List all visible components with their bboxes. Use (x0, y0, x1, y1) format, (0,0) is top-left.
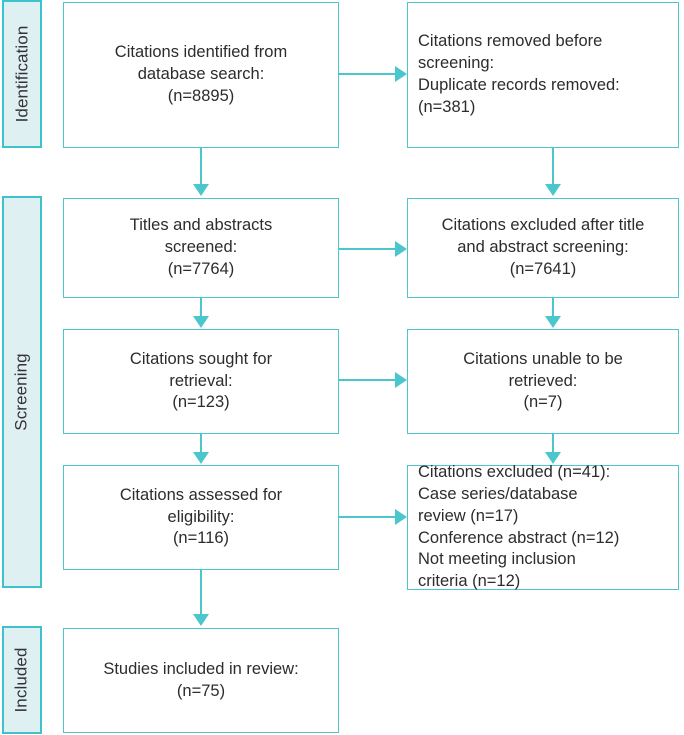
stage-label-identification: Identification (12, 25, 32, 123)
box-citations-removed-before-screening-text: Citations removed before screening: Dupl… (418, 32, 620, 116)
arrow-unable-to-excluded-reasons (545, 452, 561, 464)
arrow-excluded-to-unable (545, 316, 561, 328)
arrow-identified-to-screened (193, 184, 209, 196)
box-citations-identified: Citations identified from database searc… (63, 2, 339, 148)
connector-sought-to-unable (339, 379, 397, 382)
box-citations-removed-before-screening: Citations removed before screening: Dupl… (407, 2, 679, 148)
arrow-screened-to-sought (193, 316, 209, 328)
connector-excluded-to-unable (552, 298, 555, 322)
arrow-sought-to-assessed (193, 452, 209, 464)
connector-removed-to-excluded (552, 148, 555, 190)
connector-assessed-to-included (200, 570, 203, 622)
stage-label-screening: Screening (12, 353, 32, 431)
box-citations-excluded-with-reasons: Citations excluded (n=41): Case series/d… (407, 463, 679, 590)
box-citations-identified-text: Citations identified from database searc… (114, 43, 288, 105)
connector-assessed-to-excluded-reasons (339, 516, 397, 519)
arrow-assessed-to-included (193, 614, 209, 626)
connector-screened-to-sought (200, 298, 203, 322)
stage-tab-screening: Screening (2, 196, 42, 588)
connector-identified-to-screened (200, 148, 203, 190)
box-citations-assessed-eligibility: Citations assessed for eligibility: (n=1… (63, 465, 339, 570)
box-citations-sought-for-retrieval: Citations sought for retrieval: (n=123) (63, 329, 339, 434)
connector-identified-to-removed (339, 73, 397, 76)
box-citations-sought-for-retrieval-text: Citations sought for retrieval: (n=123) (129, 349, 273, 412)
stage-tab-identification: Identification (2, 0, 42, 148)
arrow-removed-to-excluded (545, 184, 561, 196)
box-titles-abstracts-screened-text: Titles and abstracts screened: (n=7764) (129, 216, 273, 278)
box-citations-excluded-title-abstract-text: Citations excluded after title and abstr… (441, 216, 645, 278)
arrow-assessed-to-excluded-reasons (395, 509, 407, 525)
arrow-identified-to-removed (395, 66, 407, 82)
arrow-sought-to-unable (395, 372, 407, 388)
box-studies-included-in-review: Studies included in review: (n=75) (63, 628, 339, 733)
arrow-screened-to-excluded (395, 241, 407, 257)
connector-sought-to-assessed (200, 434, 203, 458)
box-citations-excluded-title-abstract: Citations excluded after title and abstr… (407, 198, 679, 298)
box-citations-unable-retrieved: Citations unable to be retrieved: (n=7) (407, 329, 679, 434)
box-titles-abstracts-screened: Titles and abstracts screened: (n=7764) (63, 198, 339, 298)
box-studies-included-in-review-text: Studies included in review: (n=75) (103, 659, 299, 700)
stage-label-included: Included (12, 647, 32, 713)
connector-unable-to-excluded-reasons (552, 434, 555, 458)
connector-screened-to-excluded (339, 248, 397, 251)
box-citations-unable-retrieved-text: Citations unable to be retrieved: (n=7) (463, 349, 623, 412)
stage-tab-included: Included (2, 626, 42, 734)
box-citations-assessed-eligibility-text: Citations assessed for eligibility: (n=1… (119, 485, 283, 548)
box-citations-excluded-with-reasons-text: Citations excluded (n=41): Case series/d… (418, 462, 620, 591)
